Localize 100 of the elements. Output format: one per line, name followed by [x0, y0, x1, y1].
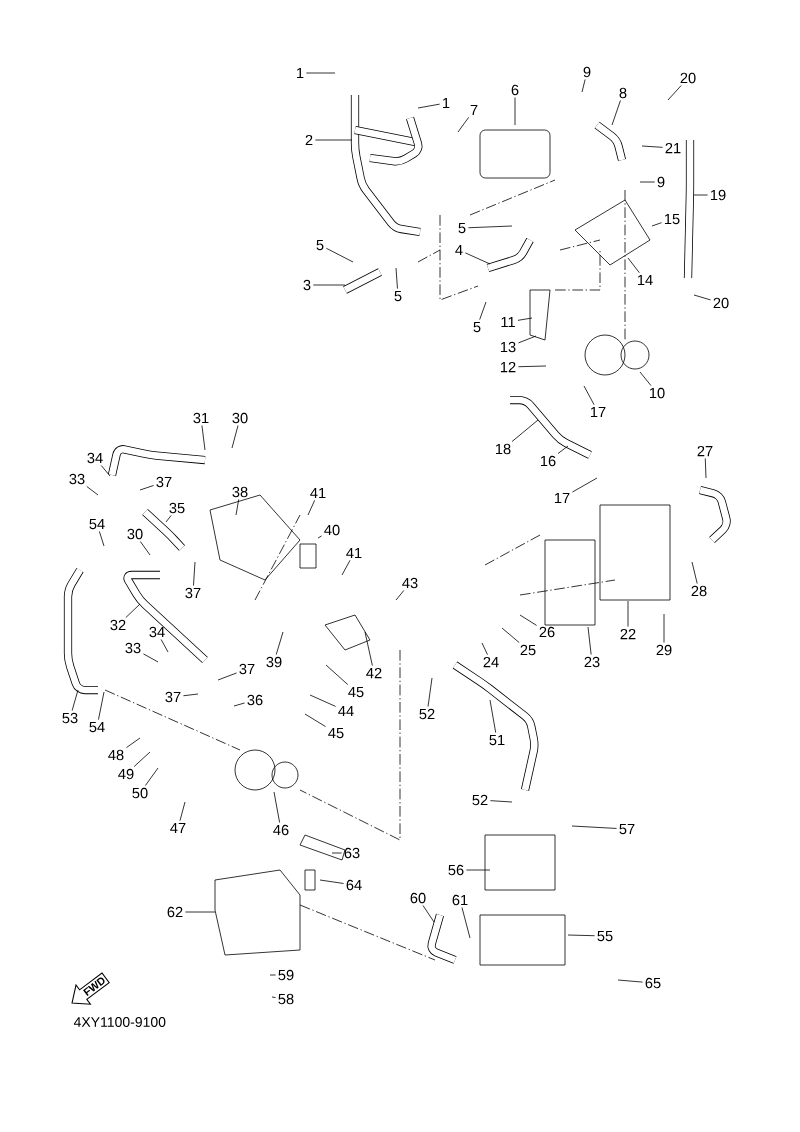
- callout-number: 38: [232, 486, 248, 498]
- callout-number: 2: [305, 134, 313, 146]
- leader-line: [691, 561, 698, 584]
- leader-line: [464, 252, 491, 265]
- callout-number: 9: [583, 66, 591, 78]
- leader-line: [269, 974, 276, 976]
- leader-line: [193, 561, 196, 586]
- callout-number: 34: [87, 452, 103, 464]
- leader-line: [98, 531, 105, 547]
- callout-number: 31: [193, 412, 209, 424]
- leader-line: [312, 284, 346, 286]
- callout-number: 8: [619, 87, 627, 99]
- leader-line: [466, 869, 491, 871]
- leader-line: [514, 97, 516, 126]
- leader-line: [583, 385, 595, 406]
- leader-line: [325, 664, 349, 685]
- leader-line: [273, 791, 281, 823]
- leader-line: [581, 79, 586, 93]
- callout-number: 15: [664, 213, 680, 225]
- leader-line: [571, 825, 617, 829]
- callout-number: 57: [619, 823, 635, 835]
- callout-number: 32: [110, 619, 126, 631]
- callout-number: 44: [338, 706, 354, 717]
- leader-line: [341, 559, 351, 576]
- leader-line: [271, 996, 276, 998]
- callout-number: 12: [500, 361, 516, 373]
- leader-line: [427, 677, 433, 707]
- leader-line: [314, 139, 353, 141]
- leader-line: [422, 905, 435, 923]
- callout-number: 50: [132, 787, 148, 799]
- leader-line: [304, 713, 326, 727]
- callout-number: 1: [297, 67, 304, 79]
- callout-number: 5: [473, 321, 481, 333]
- callout-number: 36: [247, 694, 263, 706]
- leader-line: [511, 419, 539, 442]
- leader-line: [143, 653, 159, 663]
- leader-line: [160, 639, 169, 653]
- callout-number: 17: [590, 406, 606, 418]
- callout-number: 19: [710, 189, 726, 201]
- callout-number: 5: [394, 290, 402, 302]
- leader-line: [417, 103, 441, 109]
- callout-number: 37: [239, 663, 255, 675]
- callout-number: 3: [303, 279, 311, 291]
- leader-line: [125, 603, 141, 618]
- leader-line: [183, 693, 199, 697]
- callout-number: 37: [165, 691, 181, 703]
- callout-number: 41: [310, 487, 326, 499]
- callout-number: 29: [656, 644, 672, 656]
- leader-line: [611, 100, 621, 126]
- leader-line: [231, 425, 239, 449]
- callout-number: 7: [470, 104, 478, 116]
- leader-line: [489, 699, 497, 734]
- callout-number: 39: [266, 656, 282, 668]
- callout-number: 25: [520, 644, 536, 656]
- callout-number: 54: [89, 518, 105, 530]
- callout-number: 59: [278, 969, 294, 981]
- diagram-code: 4XY1100-9100: [73, 1017, 166, 1027]
- callout-number: 20: [713, 297, 729, 309]
- leader-line: [139, 541, 151, 556]
- leader-line: [233, 702, 245, 707]
- leader-line: [641, 145, 663, 148]
- callout-number: 13: [500, 341, 516, 353]
- callout-number: 5: [316, 239, 324, 251]
- leader-line: [467, 225, 513, 229]
- leader-line: [501, 627, 520, 643]
- leader-line: [319, 879, 344, 884]
- leader-line: [457, 116, 470, 133]
- leader-line: [235, 499, 240, 516]
- callout-number: 16: [540, 455, 556, 467]
- leader-line: [693, 294, 711, 301]
- leader-line: [490, 800, 513, 803]
- leader-line: [309, 694, 336, 707]
- leader-line: [317, 535, 322, 539]
- callout-number: 52: [419, 708, 435, 720]
- leader-line: [567, 934, 595, 937]
- callout-number: 14: [637, 274, 653, 286]
- callout-number: 30: [127, 528, 143, 540]
- leader-line: [587, 626, 592, 655]
- leader-line: [395, 590, 405, 601]
- callout-number: 53: [62, 712, 78, 724]
- leader-line: [518, 335, 537, 344]
- leader-line: [639, 371, 652, 386]
- callout-number: 45: [328, 727, 344, 739]
- callout-number: 56: [448, 864, 464, 876]
- leader-line: [617, 979, 643, 983]
- leader-line: [139, 485, 154, 491]
- leader-line: [307, 499, 316, 516]
- callout-number: 6: [511, 84, 519, 96]
- leader-line: [86, 486, 99, 496]
- callout-number: 47: [170, 823, 186, 834]
- leader-line: [133, 751, 151, 767]
- leader-line: [179, 801, 186, 822]
- callout-number: 60: [410, 892, 426, 904]
- callout-number: 61: [452, 894, 468, 906]
- leader-line: [627, 600, 629, 627]
- leader-line: [126, 737, 141, 749]
- leader-line: [71, 689, 79, 711]
- callout-number: 46: [273, 824, 289, 836]
- callout-number: 10: [649, 387, 665, 399]
- callout-number: 41: [346, 548, 362, 559]
